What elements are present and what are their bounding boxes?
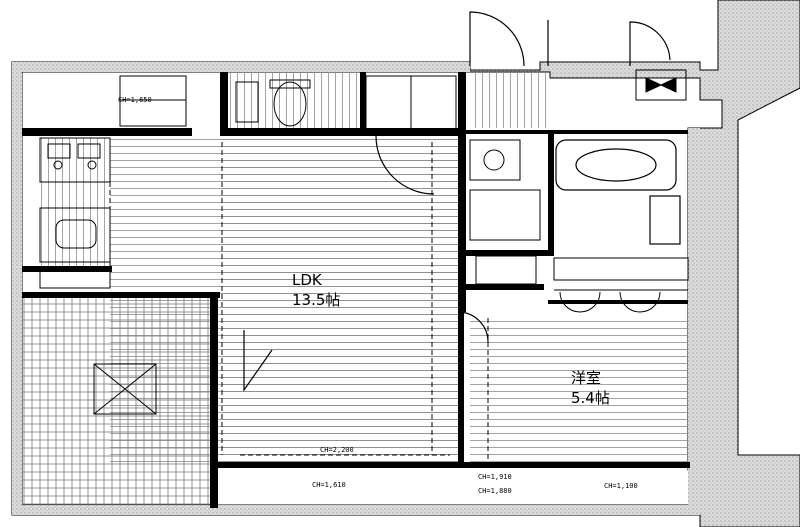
svg-text:CH=1,610: CH=1,610: [312, 481, 346, 489]
doors: [243, 11, 671, 392]
balcony-area: [22, 296, 212, 506]
ldk-room-size: 13.5帖: [292, 291, 341, 309]
western-room-label: 洋室 5.4帖: [571, 368, 610, 408]
entrance-floor: [470, 72, 550, 128]
dimension-notes: CH=1,650 CH=1,610 CH=2,200 CH=1,910 CH=1…: [118, 96, 638, 495]
svg-text:CH=2,200: CH=2,200: [320, 446, 354, 454]
bathtub: [555, 139, 681, 245]
svg-text:CH=1,910: CH=1,910: [478, 473, 512, 481]
hvac-unit: [93, 69, 687, 415]
svg-text:CH=1,650: CH=1,650: [118, 96, 152, 104]
kitchen-floor: [36, 138, 110, 268]
western-room-name: 洋室: [571, 369, 602, 387]
outer-walls: [11, 0, 800, 527]
svg-text:CH=1,880: CH=1,880: [478, 487, 512, 495]
ldk-room-label: LDK 13.5帖: [292, 270, 340, 310]
western-closet: [553, 257, 689, 313]
kitchen-fixtures: [39, 137, 111, 289]
washroom-fixtures: [469, 139, 541, 285]
western-room-size: 5.4帖: [571, 389, 610, 407]
shoe-storage: [119, 75, 187, 127]
storage-closet: [365, 75, 457, 131]
interior-walls: [22, 72, 690, 508]
svg-text:CH=1,100: CH=1,100: [604, 482, 638, 490]
western-floor: [470, 316, 688, 468]
toilet-fixture: [235, 79, 311, 127]
ldk-room-name: LDK: [292, 271, 322, 289]
